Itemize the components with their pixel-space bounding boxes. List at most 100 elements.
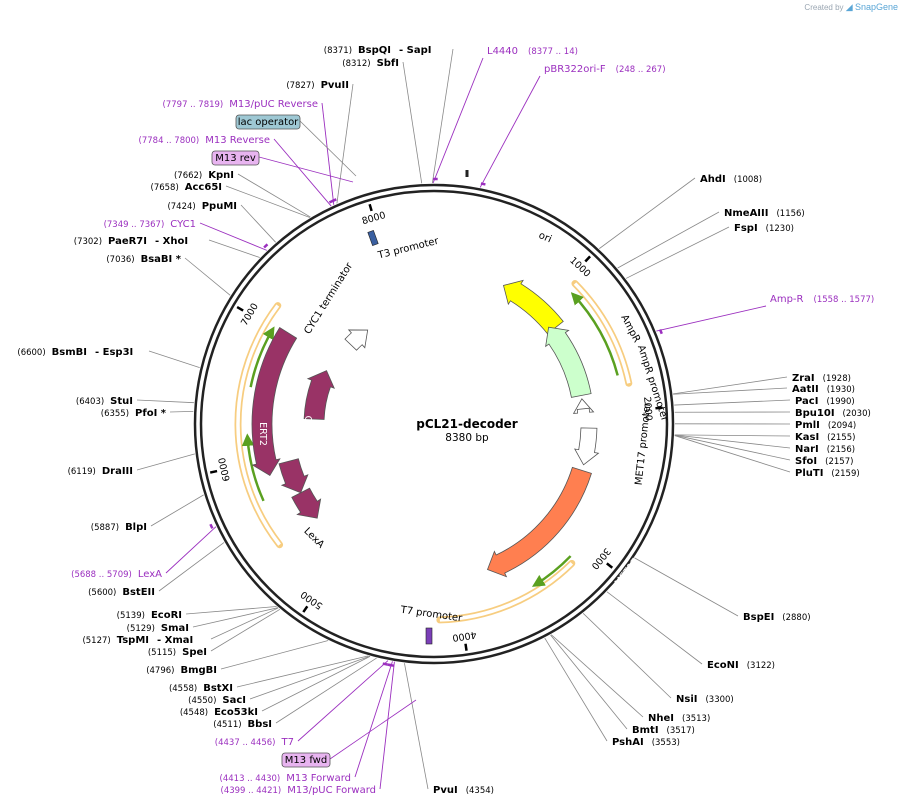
enzyme-site-smai[interactable]: (5129)SmaI [127,623,189,634]
enzyme-name: TspMI [117,635,149,646]
m13-fwd-box[interactable]: M13 fwd [281,752,331,768]
enzyme-site-saci[interactable]: (4550)SacI [188,695,246,706]
enzyme-label: FspI(1230) [734,223,794,234]
enzyme-leader-line [674,434,791,461]
tick-label: 8000 [361,210,387,227]
enzyme-site-nari[interactable]: NarI(2156) [795,444,855,455]
enzyme-site-zrai[interactable]: ZraI(1928) [792,373,851,384]
enzyme-site-fspi[interactable]: FspI(1230) [734,223,794,234]
t3-promoter-label: T3 promoter [376,236,441,262]
enzyme-site-pfoi[interactable]: (6355) PfoI * [101,408,167,419]
m13-rev-box[interactable]: M13 rev [211,150,260,166]
primer-leader-line [199,222,268,251]
enzyme-site-ecori[interactable]: (5139)EcoRI [117,610,182,621]
primer-m13-forward[interactable]: (4413 .. 4430)M13 Forward [220,773,351,784]
lexa-label: LexA [301,526,326,551]
enzyme-name: SpeI [182,647,207,658]
enzyme-site-stui[interactable]: (6403)StuI [76,396,133,407]
primer-leader-line [273,138,332,207]
enzyme-site-bsteii[interactable]: (5600)BstEII [88,587,155,598]
enzyme-site-blpi[interactable]: (5887)BlpI [91,522,147,533]
enzyme-label: PshAI(3553) [612,737,680,748]
tick-mark [368,203,373,212]
primer-m13-puc-forward[interactable]: (4399 .. 4421)M13/pUC Forward [221,785,376,796]
enzyme-site-econi[interactable]: EcoNI(3122) [707,660,775,671]
enzyme-site-bmti[interactable]: BmtI (3517) [632,725,695,736]
enzyme-name: DraIII [102,466,133,477]
enzyme-label: (6355) PfoI * [101,408,167,419]
enzyme-label: (4558)BstXI [169,683,233,694]
enzyme-position: (5887) [91,523,119,533]
primer-pbr322ori-f[interactable]: pBR322ori-F(248 .. 267) [544,64,666,75]
enzyme-name: BmtI [632,725,659,736]
enzyme-site-ppumi[interactable]: (7424)PpuMI [167,201,237,212]
enzyme-site-bsmbi[interactable]: (6600)BsmBI- Esp3I [17,347,133,358]
enzyme-site-tspmi[interactable]: (5127)TspMI- XmaI [82,635,193,646]
enzyme-position: (3517) [667,726,695,736]
enzyme-site-bpu10i[interactable]: Bpu10I(2030) [795,408,871,419]
enzyme-site-nsii[interactable]: NsiI(3300) [676,694,734,705]
primer-name: M13 Forward [286,773,351,784]
enzyme-site-eco53ki[interactable]: (4548)Eco53kI [180,707,258,718]
enzyme-site-ahdi[interactable]: AhdI(1008) [700,174,762,185]
t3-promoter-mark [367,230,379,246]
enzyme-site-pluti[interactable]: PluTI(2159) [795,468,860,479]
lac-operator-box[interactable]: lac operator [235,114,301,130]
enzyme-position: (4796) [146,666,174,676]
primer-amp-r[interactable]: Amp-R(1558 .. 1577) [770,294,874,305]
enzyme-site-paer7i[interactable]: (7302)PaeR7I- XhoI [74,236,188,247]
primer-lexa[interactable]: (5688 .. 5709)LexA [71,569,162,580]
enzyme-site-bstxi[interactable]: (4558)BstXI [169,683,233,694]
primer-m13-reverse[interactable]: (7784 .. 7800)M13 Reverse [139,135,270,146]
tick-mark [209,469,218,474]
enzyme-site-nmeaiii[interactable]: NmeAIII(1156) [724,208,805,219]
enzyme-name: NarI [795,444,819,455]
met17-promoter-label: MET17 promoter [634,401,654,486]
ert2-label: ERT2 [257,422,268,446]
m13-rev-box-box [211,150,260,166]
enzyme-site-spei[interactable]: (5115)SpeI [148,647,207,658]
enzyme-site-sbfi[interactable]: (8312)SbfI [342,58,399,69]
primer-t7[interactable]: (4437 .. 4456)T7 [215,737,294,748]
primer-m13-puc-reverse[interactable]: (7797 .. 7819)M13/pUC Reverse [163,99,318,110]
features [209,170,663,667]
enzyme-site-pshai[interactable]: PshAI(3553) [612,737,680,748]
enzyme-position: (3300) [705,695,733,705]
enzyme-site-bbsi[interactable]: (4511)BbsI [213,719,272,730]
primer-cyc1[interactable]: (7349 .. 7367)CYC1 [104,219,196,230]
snapgene-logo-icon: ◢ [845,2,853,12]
enzyme-label: (7827)PvuII [286,80,349,91]
enzyme-site-bspqi[interactable]: (8371)BspQI- SapI [324,45,432,56]
ampr-promoter-feature [572,398,595,414]
enzyme-site-acc65i[interactable]: (7658)Acc65I [151,182,223,193]
enzyme-position: (2880) [782,613,810,623]
enzyme-name: NmeAIII [724,208,768,219]
enzyme-position: (6355) [101,409,129,419]
enzyme-site-bmgbi[interactable]: (4796)BmgBI [146,665,217,676]
primer-binding-mark [328,199,335,204]
enzyme-site-kasi[interactable]: KasI(2155) [795,432,855,443]
enzyme-leader-line [275,657,377,724]
enzyme-site-pvui[interactable]: PvuI(4354) [433,785,494,796]
primer-leader-line [656,305,767,332]
enzyme-site-nhei[interactable]: NheI(3513) [648,713,710,724]
enzyme-site-pvuii[interactable]: (7827)PvuII [286,80,349,91]
enzyme-position: (7827) [286,81,314,91]
primer-leader-line [379,661,395,790]
enzyme-site-bsabi[interactable]: (7036)BsaBI * [106,254,181,265]
enzyme-name: PvuI [433,785,458,796]
enzyme-label: (7662)KpnI [174,170,234,181]
enzyme-site-kpni[interactable]: (7662)KpnI [174,170,234,181]
primer-binding-mark [658,329,663,335]
enzyme-site-sfoi[interactable]: SfoI(2157) [795,456,853,467]
enzyme-site-paci[interactable]: PacI(1990) [795,396,855,407]
enzyme-site-bspei[interactable]: BspEI(2880) [743,612,811,623]
enzyme-site-draiii[interactable]: (6119)DraIII [68,466,133,477]
enzyme-site-pmli[interactable]: PmlI(2094) [795,420,856,431]
enzyme-label: AhdI(1008) [700,174,762,185]
primer-label: (4413 .. 4430)M13 Forward [220,773,351,784]
enzyme-site-aatii[interactable]: AatII(1930) [792,384,855,395]
primer-l4440[interactable]: L4440(8377 .. 14) [487,46,578,57]
enzyme-name: PfoI * [135,408,167,419]
enzyme-name: ZraI [792,373,815,384]
